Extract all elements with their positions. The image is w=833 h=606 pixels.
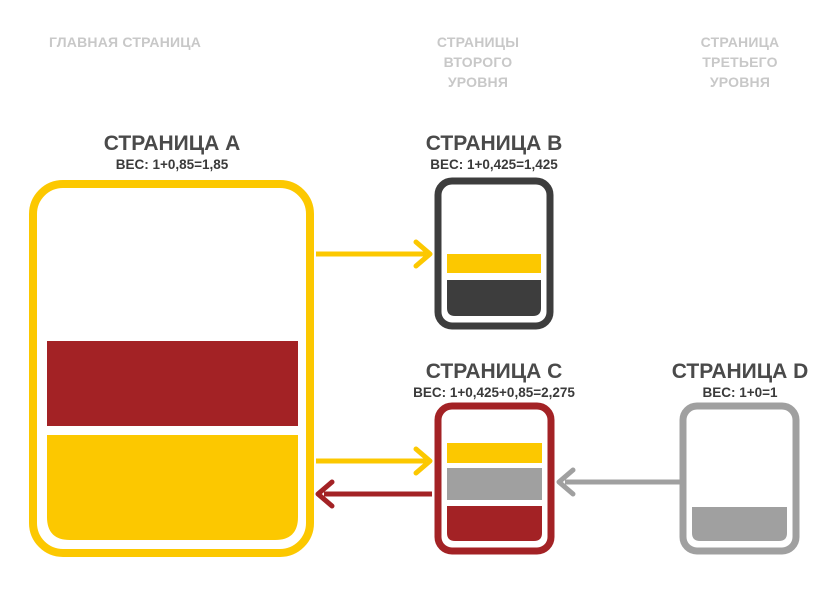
page-b-title: СТРАНИЦА B [425,132,563,155]
arrow-c-to-a-head [315,479,335,509]
page-d-weight: ВЕС: 1+0=1 [702,385,778,400]
page-b-dark-fill [447,280,541,316]
page-c-title: СТРАНИЦА C [425,360,563,383]
column-header-second-line-3: УРОВНЯ [447,74,509,90]
page-c-gray-fill [447,468,542,500]
arrow-d-to-c [556,467,680,497]
page-a-title: СТРАНИЦА A [103,132,241,155]
page-a-yellow-fill [47,435,298,540]
arrow-c-to-a [315,479,432,509]
page-d-gray-fill [692,507,787,541]
arrow-a-to-c [316,446,433,476]
page-c-yellow-fill [447,443,542,463]
page-c-box [434,402,555,555]
page-b-yellow-fill [447,254,541,273]
column-header-third-line-2: ТРЕТЬЕГО [702,54,778,70]
page-c-weight: ВЕС: 1+0,425+0,85=2,275 [413,385,575,400]
arrow-a-to-b-head [413,239,433,269]
page-b-box [434,177,554,330]
page-a-weight: ВЕС: 1+0,85=1,85 [115,157,229,172]
column-header-second-line-2: ВТОРОГО [443,54,513,70]
column-header-third-level: СТРАНИЦА ТРЕТЬЕГО УРОВНЯ [670,32,810,92]
arrow-a-to-c-head [413,446,433,476]
column-header-main-text: ГЛАВНАЯ СТРАНИЦА [48,34,202,50]
page-a-box [29,180,314,557]
page-b-weight: ВЕС: 1+0,425=1,425 [430,157,558,172]
column-header-second-line-1: СТРАНИЦЫ [436,34,520,50]
column-header-second-level: СТРАНИЦЫ ВТОРОГО УРОВНЯ [408,32,548,92]
arrow-d-to-c-head [556,467,576,497]
page-c-red-fill [447,506,542,541]
arrow-a-to-b [316,239,433,269]
page-d-title: СТРАНИЦА D [671,360,809,383]
column-header-main: ГЛАВНАЯ СТРАНИЦА [30,32,220,52]
column-header-third-line-3: УРОВНЯ [709,74,771,90]
column-header-third-line-1: СТРАНИЦА [700,34,780,50]
page-d-box [679,402,800,555]
page-a-red-fill [47,341,298,426]
